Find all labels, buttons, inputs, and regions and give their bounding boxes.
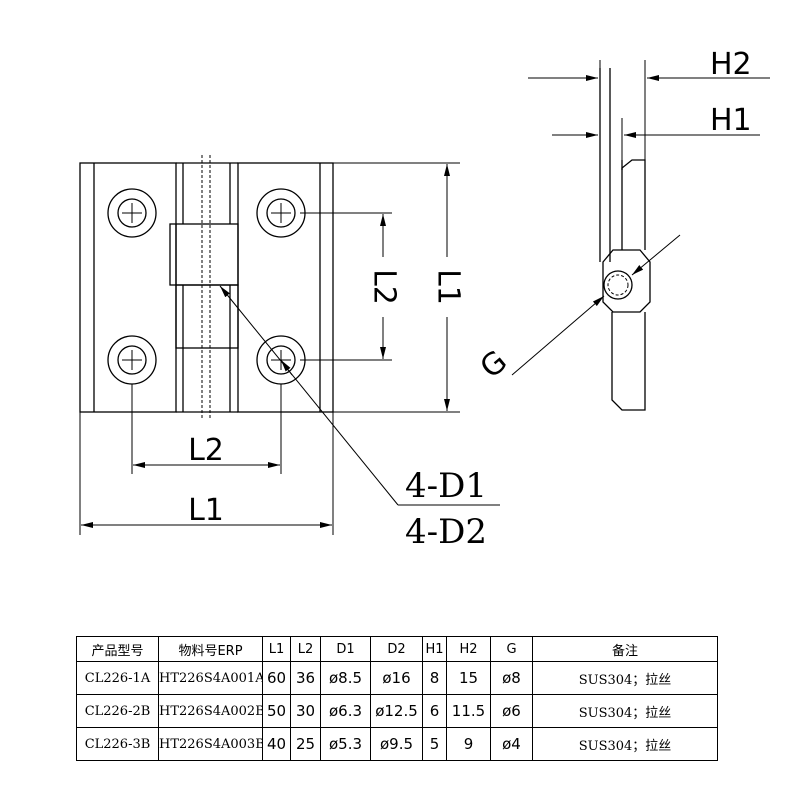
table-cell: CL226-3B bbox=[76, 727, 159, 761]
label-h1: H1 bbox=[710, 103, 752, 138]
table-cell: ø12.5 bbox=[370, 694, 423, 728]
label-l1-vertical: L1 bbox=[431, 269, 466, 305]
table-cell: 30 bbox=[290, 694, 321, 728]
table-cell: ø16 bbox=[370, 661, 423, 695]
table-cell: 15 bbox=[446, 661, 491, 695]
col-header: H1 bbox=[422, 636, 447, 662]
table-header-row: 产品型号 物料号ERP L1 L2 D1 D2 H1 H2 G 备注 bbox=[76, 636, 718, 662]
label-l1-horizontal: L1 bbox=[188, 493, 224, 528]
label-g: G bbox=[474, 344, 514, 386]
col-header: 备注 bbox=[532, 636, 718, 662]
hole-bottom-left bbox=[107, 335, 157, 385]
table-cell: HT226S4A003B bbox=[158, 727, 263, 761]
table-row: CL226-2B HT226S4A002B 50 30 ø6.3 ø12.5 6… bbox=[76, 694, 718, 728]
table-cell: ø6 bbox=[490, 694, 533, 728]
label-h2: H2 bbox=[710, 47, 752, 82]
table-cell: SUS304；拉丝 bbox=[532, 694, 718, 728]
table-cell: 8 bbox=[422, 661, 447, 695]
table-cell: ø8 bbox=[490, 661, 533, 695]
dim-l1-vertical: L1 bbox=[333, 162, 466, 413]
spec-table: 产品型号 物料号ERP L1 L2 D1 D2 H1 H2 G 备注 CL226… bbox=[76, 636, 718, 761]
hinge-drawing: L2 L1 L2 L1 4-D1 4-D2 bbox=[79, 47, 770, 552]
table-row: CL226-3B HT226S4A003B 40 25 ø5.3 ø9.5 5 … bbox=[76, 727, 718, 761]
table-cell: 60 bbox=[262, 661, 291, 695]
col-header: G bbox=[490, 636, 533, 662]
table-cell: CL226-1A bbox=[76, 661, 159, 695]
hole-top-right bbox=[256, 188, 306, 238]
col-header: D1 bbox=[320, 636, 371, 662]
col-header: H2 bbox=[446, 636, 491, 662]
table-cell: ø4 bbox=[490, 727, 533, 761]
col-header: D2 bbox=[370, 636, 423, 662]
col-header: 产品型号 bbox=[76, 636, 159, 662]
col-header: L1 bbox=[262, 636, 291, 662]
table-cell: SUS304；拉丝 bbox=[532, 661, 718, 695]
table-cell: ø6.3 bbox=[320, 694, 371, 728]
dim-l2-vertical: L2 bbox=[300, 212, 402, 361]
table-cell: ø9.5 bbox=[370, 727, 423, 761]
table-cell: 6 bbox=[422, 694, 447, 728]
col-header: 物料号ERP bbox=[158, 636, 263, 662]
label-4-d2: 4-D2 bbox=[405, 512, 487, 552]
table-cell: SUS304；拉丝 bbox=[532, 727, 718, 761]
table-cell: ø8.5 bbox=[320, 661, 371, 695]
table-row: CL226-1A HT226S4A001A 60 36 ø8.5 ø16 8 1… bbox=[76, 661, 718, 695]
table-cell: 5 bbox=[422, 727, 447, 761]
table-cell: 25 bbox=[290, 727, 321, 761]
label-l2-horizontal: L2 bbox=[188, 433, 224, 468]
hole-top-left bbox=[107, 188, 157, 238]
label-l2-vertical: L2 bbox=[367, 269, 402, 305]
table-cell: ø5.3 bbox=[320, 727, 371, 761]
table-cell: HT226S4A002B bbox=[158, 694, 263, 728]
label-4-d1: 4-D1 bbox=[405, 466, 487, 506]
dim-l1-horizontal: L1 bbox=[79, 412, 334, 535]
table-cell: 40 bbox=[262, 727, 291, 761]
hinge-side-view: H2 H1 G bbox=[474, 47, 770, 411]
table-cell: HT226S4A001A bbox=[158, 661, 263, 695]
table-cell: 11.5 bbox=[446, 694, 491, 728]
dim-l2-horizontal: L2 bbox=[131, 384, 282, 474]
table-cell: 9 bbox=[446, 727, 491, 761]
col-header: L2 bbox=[290, 636, 321, 662]
table-cell: 50 bbox=[262, 694, 291, 728]
table-cell: 36 bbox=[290, 661, 321, 695]
table-cell: CL226-2B bbox=[76, 694, 159, 728]
hole-callout: 4-D1 4-D2 bbox=[219, 285, 500, 552]
hinge-front-view bbox=[79, 155, 334, 420]
